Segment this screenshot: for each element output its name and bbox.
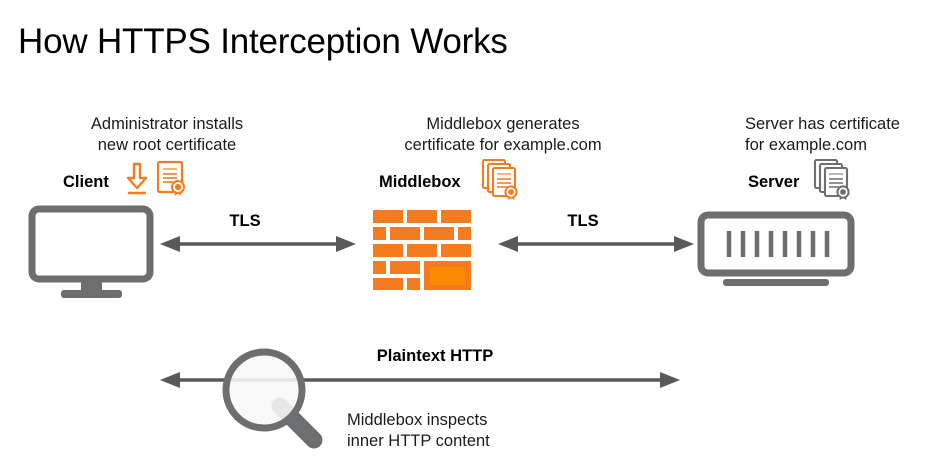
firewall-brick-wall-icon bbox=[373, 210, 489, 290]
server-caption-line1: Server has certificate bbox=[745, 115, 900, 133]
certificate-stack-icon bbox=[480, 158, 522, 200]
certificate-stack-gray-icon bbox=[812, 158, 854, 200]
double-arrow-icon-client-middlebox bbox=[160, 234, 356, 254]
middlebox-caption-line1: Middlebox generates bbox=[426, 115, 580, 133]
download-arrow-icon bbox=[122, 161, 152, 197]
plaintext-note: Middlebox inspects inner HTTP content bbox=[347, 410, 577, 452]
page-title: How HTTPS Interception Works bbox=[18, 22, 508, 61]
client-caption-line1: Administrator installs bbox=[90, 115, 244, 133]
plaintext-note-line1: Middlebox inspects bbox=[347, 411, 488, 429]
magnifying-glass-icon bbox=[222, 342, 334, 460]
client-caption: Administrator installs new root certific… bbox=[62, 114, 272, 156]
monitor-icon bbox=[28, 205, 156, 299]
plaintext-note-line2: inner HTTP content bbox=[347, 432, 490, 450]
tls-label-client-middlebox: TLS bbox=[229, 212, 261, 230]
middlebox-caption-line2: certificate for example.com bbox=[404, 136, 602, 154]
certificate-icon bbox=[155, 160, 189, 198]
server-label: Server bbox=[748, 173, 800, 191]
server-caption-line2: for example.com bbox=[745, 136, 867, 154]
server-rack-icon bbox=[697, 211, 857, 287]
middlebox-label: Middlebox bbox=[379, 173, 461, 191]
middlebox-caption: Middlebox generates certificate for exam… bbox=[368, 114, 638, 156]
server-caption: Server has certificate for example.com bbox=[745, 114, 925, 156]
tls-label-middlebox-server: TLS bbox=[567, 212, 599, 230]
double-arrow-icon-middlebox-server bbox=[498, 234, 694, 254]
client-caption-line2: new root certificate bbox=[97, 136, 237, 154]
client-label: Client bbox=[63, 173, 109, 191]
plaintext-http-label: Plaintext HTTP bbox=[376, 347, 494, 365]
